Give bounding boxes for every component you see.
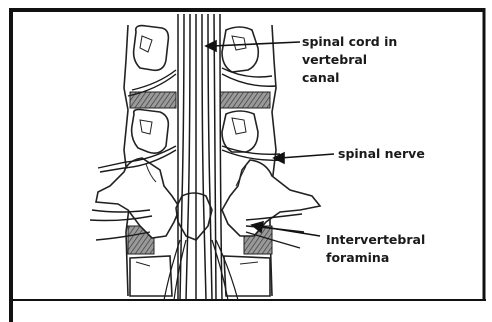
svg-text:Intervertebral: Intervertebral (326, 232, 425, 247)
svg-text:spinal cord in: spinal cord in (302, 34, 397, 49)
svg-text:foramina: foramina (326, 250, 389, 265)
svg-text:spinal nerve: spinal nerve (338, 146, 425, 161)
label-spinal-nerve: spinal nerve (338, 146, 425, 161)
svg-text:canal: canal (302, 70, 339, 85)
svg-text:vertebral: vertebral (302, 52, 367, 67)
